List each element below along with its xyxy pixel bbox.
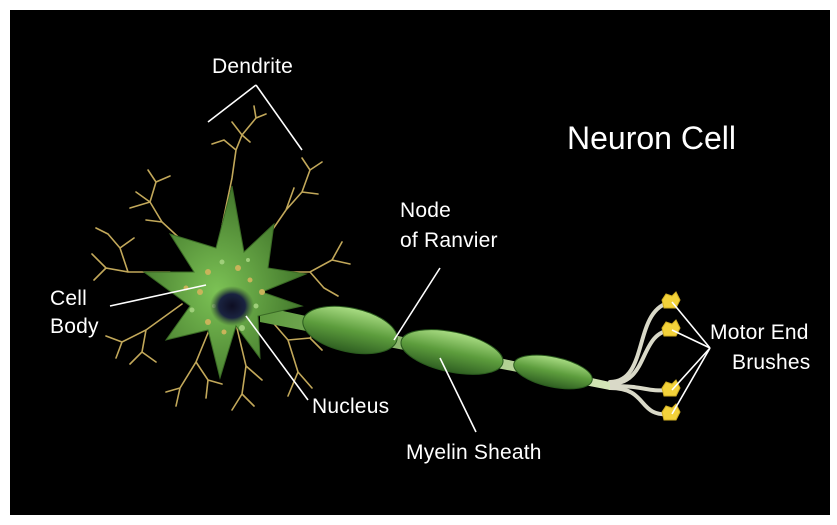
nucleus — [210, 286, 254, 326]
label-cell-body-line1: Cell — [50, 286, 87, 311]
diagram-title: Neuron Cell — [567, 120, 736, 157]
myelin-sheath-segments — [298, 299, 595, 395]
cell-body — [144, 186, 306, 378]
label-dendrite: Dendrite — [212, 54, 293, 79]
label-motor-end-line2: Brushes — [732, 350, 810, 375]
label-nucleus: Nucleus — [312, 394, 389, 419]
terminal-buttons — [662, 292, 680, 420]
axon-terminal-branches — [610, 302, 672, 414]
label-cell-body-line2: Body — [50, 314, 99, 339]
diagram-canvas: Neuron Cell Dendrite Cell Body Node of R… — [10, 10, 830, 515]
label-myelin-sheath: Myelin Sheath — [406, 440, 542, 465]
label-node-line2: of Ranvier — [400, 228, 498, 253]
label-node-line1: Node — [400, 198, 451, 223]
label-motor-end-line1: Motor End — [710, 320, 809, 345]
